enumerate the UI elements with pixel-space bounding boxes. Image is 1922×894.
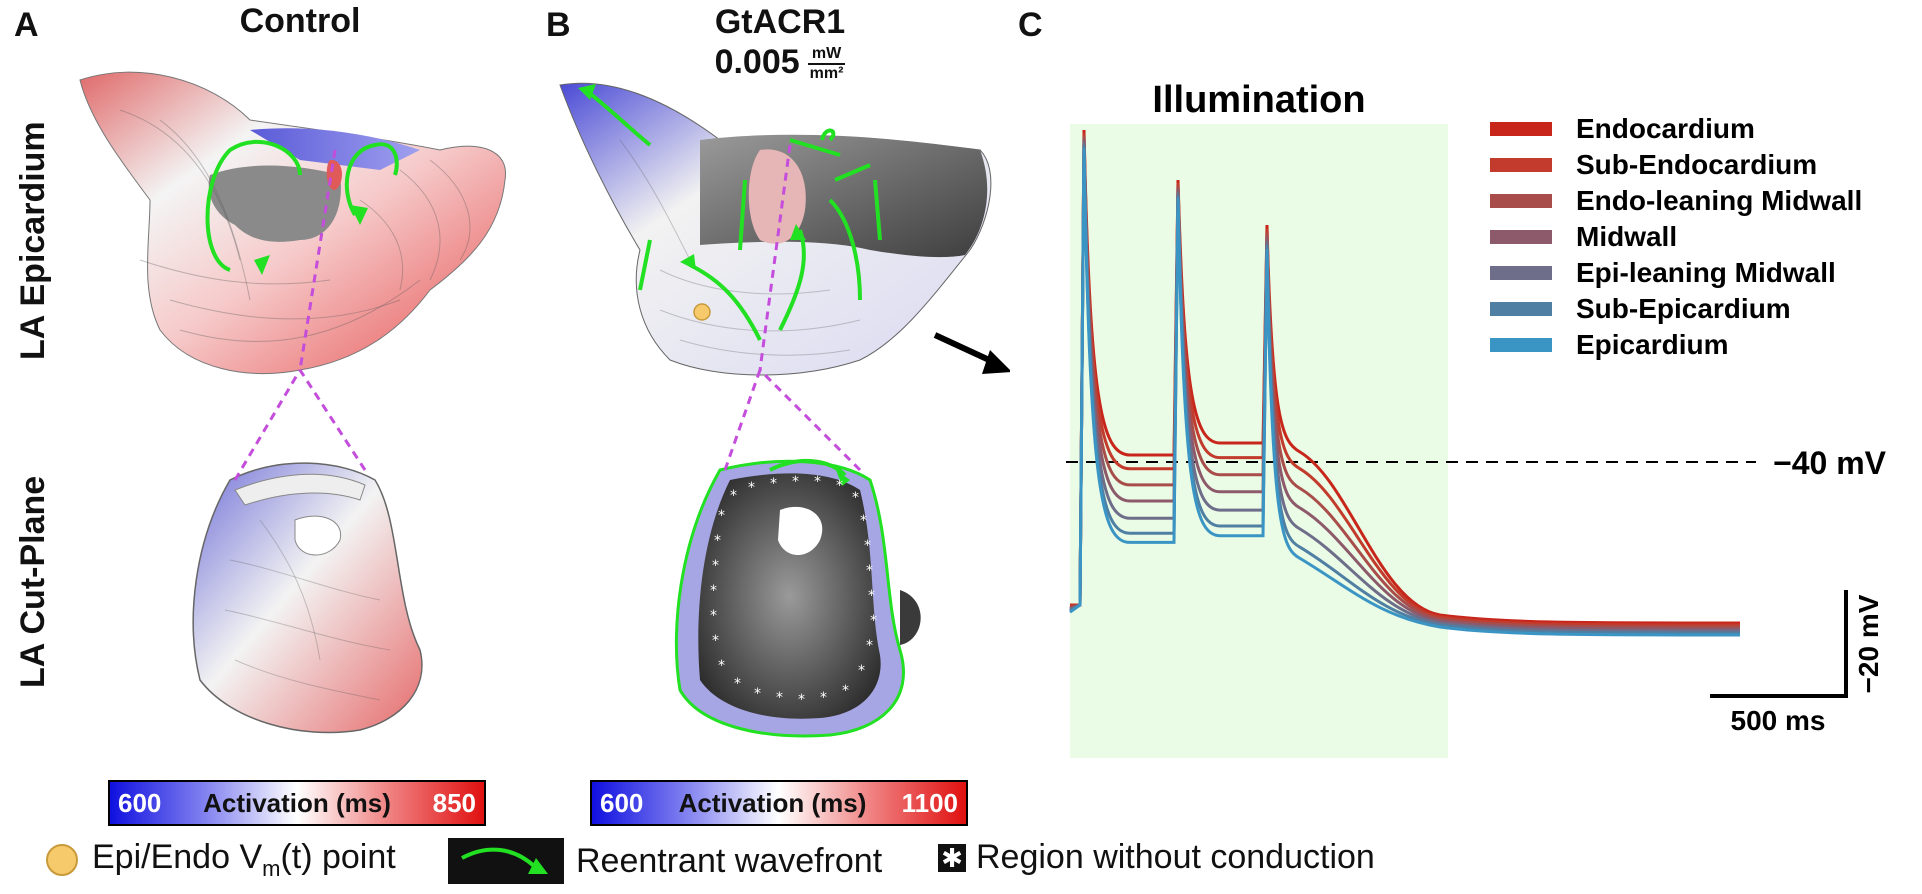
vm-point-marker [693, 303, 711, 321]
colorbar-gtacr1: 600 Activation (ms) 1100 [590, 780, 968, 826]
legend-label: Endo-leaning Midwall [1576, 185, 1862, 216]
anatomy-figure: * * * * * * * * * * * * * * * * * * * * * * * * * * * [79, 71, 1010, 738]
svg-text:*: * [730, 488, 737, 504]
svg-text:*: * [710, 608, 717, 624]
gtacr1-epicardium-map [559, 82, 992, 376]
legend-swatch [1490, 122, 1552, 136]
svg-text:*: * [842, 683, 849, 699]
svg-text:*: * [754, 686, 761, 702]
chart-title: Illumination [1152, 79, 1365, 121]
colorbar-control-label: Activation (ms) [203, 787, 391, 818]
svg-text:*: * [714, 533, 721, 549]
svg-text:*: * [792, 474, 799, 490]
control-epicardium-map [79, 71, 507, 375]
gtacr1-label: GtACR1 [714, 3, 846, 41]
svg-text:*: * [868, 588, 875, 604]
svg-text:*: * [836, 478, 843, 494]
gtacr1-cut-plane-map: * * * * * * * * * * * * * * * * * * * * * * * * * * * [674, 368, 921, 738]
legend-wavefront-label: Reentrant wavefront [576, 841, 883, 880]
unit-numerator: mW [807, 45, 846, 66]
legend-swatch [1490, 158, 1552, 172]
svg-text:*: * [866, 563, 873, 579]
svg-text:*: * [748, 480, 755, 496]
svg-text:*: * [710, 583, 717, 599]
svg-text:*: * [718, 508, 725, 524]
colorbar-gtacr1-min: 600 [600, 787, 644, 818]
legend-label: Sub-Epicardium [1576, 293, 1791, 324]
trace-group [1069, 129, 1741, 637]
reference-line-label: −40 mV [1773, 445, 1887, 481]
legend-label: Endocardium [1576, 113, 1755, 144]
svg-text:*: * [712, 558, 719, 574]
svg-text:*: * [718, 658, 725, 674]
svg-text:*: * [870, 613, 877, 629]
legend-no-conduction-label: Region without conduction [976, 838, 1375, 876]
colorbar-control: 600 Activation (ms) 850 [108, 780, 486, 826]
svg-text:*: * [860, 513, 867, 529]
panel-letter-b: B [546, 6, 571, 44]
legend-point-label: Epi/Endo Vm(t) point [92, 838, 396, 881]
unit-denominator: mm² [809, 65, 844, 83]
colorbar-gtacr1-label: Activation (ms) [678, 787, 867, 818]
arrow-head [982, 350, 1010, 374]
legend-wavefront: Reentrant wavefront [448, 838, 882, 884]
svg-text:*: * [770, 476, 777, 492]
svg-text:*: * [858, 663, 865, 679]
svg-text:*: * [712, 633, 719, 649]
trace-epicardium [1069, 147, 1741, 637]
legend-label: Sub-Endocardium [1576, 149, 1817, 180]
svg-text:*: * [776, 690, 783, 706]
colorbar-gtacr1-max: 1100 [901, 787, 958, 818]
legend-swatch [1490, 302, 1552, 316]
svg-text:*: * [734, 676, 741, 692]
irradiance-value: 0.005 [714, 43, 800, 81]
colorbar-control-min: 600 [118, 787, 162, 818]
svg-text:*: * [866, 638, 873, 654]
panel-letter-a: A [14, 6, 39, 44]
asterisk-icon: ✱ [938, 843, 966, 874]
panel-letter-c: C [1018, 6, 1043, 44]
svg-text:*: * [820, 690, 827, 706]
reentrant-wavefront-icon [448, 838, 564, 884]
legend-no-conduction: ✱ Region without conduction [938, 838, 1375, 877]
control-cut-plane-map [192, 369, 423, 734]
colorbar-control-max: 850 [432, 787, 476, 818]
legend-point: Epi/Endo Vm(t) point [46, 838, 396, 882]
legend-swatch [1490, 338, 1552, 352]
legend-label: Epicardium [1576, 329, 1728, 360]
svg-text:*: * [864, 538, 871, 554]
legend-swatch [1490, 266, 1552, 280]
vm-point-icon [46, 843, 78, 876]
scale-bar-y-label: −20 mV [1853, 594, 1884, 693]
scale-bar: 500 ms −20 mV [1710, 590, 1884, 736]
legend-label: Epi-leaning Midwall [1576, 257, 1836, 288]
svg-text:*: * [814, 474, 821, 490]
legend-swatch [1490, 194, 1552, 208]
voltage-trace-chart: Illumination −40 mV EndocardiumSub-Endoc… [1066, 79, 1887, 758]
scale-bar-x-label: 500 ms [1731, 705, 1826, 736]
illumination-region [1070, 124, 1448, 758]
panel-title-control: Control [239, 2, 361, 40]
svg-text:*: * [798, 692, 805, 708]
legend-label: Midwall [1576, 221, 1677, 252]
svg-text:*: * [852, 490, 859, 506]
legend-swatch [1490, 230, 1552, 244]
